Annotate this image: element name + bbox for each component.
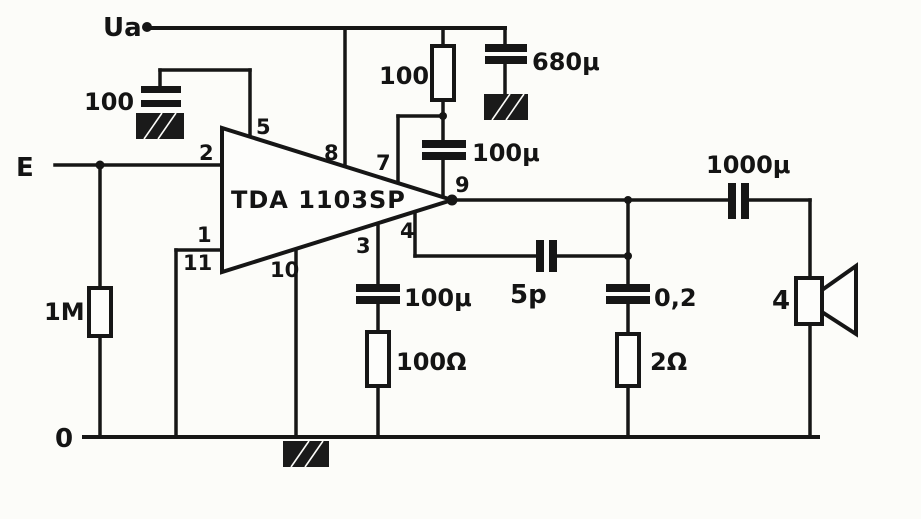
pin10-label: 10: [270, 258, 299, 282]
cap-02-plate-bottom: [606, 296, 650, 304]
ground-bottom: [283, 440, 329, 468]
cap-5p-plate-right: [549, 240, 557, 272]
feedback-node-dot: [624, 252, 632, 260]
pin2-label: 2: [199, 141, 214, 165]
cap-5p-plate-left: [536, 240, 544, 272]
cap-100u-bottom-label: 100μ: [404, 284, 472, 312]
resistor-100ohm-label: 100Ω: [396, 348, 467, 376]
ground-680cap: [484, 93, 528, 121]
input-label: E: [16, 153, 34, 183]
speaker-body: [794, 276, 824, 326]
cap-100u-mid-plate-top: [422, 140, 466, 148]
cap-680u-plate-top: [485, 44, 527, 52]
resistor-2ohm-label: 2Ω: [650, 348, 687, 376]
ic-label: TDA 1103SP: [231, 186, 406, 214]
resistors: [87, 44, 641, 388]
ground-input-cap: [136, 112, 184, 140]
cap-input100-label: 100: [84, 88, 134, 116]
cap-1000u-label: 1000μ: [706, 151, 790, 179]
ground-symbols: [136, 93, 528, 468]
amplifier-triangle: [220, 125, 459, 275]
capacitors: [141, 44, 749, 304]
cap-02-label: 0,2: [654, 284, 697, 312]
resistor-1m-label: 1M: [44, 298, 85, 326]
resistor-1m: [87, 286, 113, 338]
cap-02-plate-top: [606, 284, 650, 292]
cap-100u-bottom-plate-top: [356, 284, 400, 292]
supply-label: Ua: [103, 13, 142, 43]
pin9-label: 9: [455, 173, 470, 197]
speaker-value-label: 4: [772, 286, 790, 316]
cap-100u-mid-label: 100μ: [472, 139, 540, 167]
pin8-label: 8: [324, 141, 339, 165]
pin11-label: 11: [183, 251, 212, 275]
cap-input100-plate-top: [141, 86, 181, 93]
pin1-label: 1: [197, 223, 212, 247]
cap-680u-plate-bottom: [485, 56, 527, 64]
cap-680u-label: 680μ: [532, 48, 600, 76]
resistor-supply-100: [430, 44, 456, 102]
resistor-2ohm: [615, 332, 641, 388]
pin7-node-dot: [439, 112, 447, 120]
supply-node-dot: [142, 22, 152, 32]
cap-5p-label: 5p: [510, 280, 547, 310]
cap-input100-plate-bottom: [141, 100, 181, 107]
wires: [53, 26, 820, 439]
ground-rail-label: 0: [55, 424, 73, 454]
text-labels: Ua E 0 2 5 8 7 9 3 4 1 11 10 100 100 680…: [16, 13, 790, 454]
pin4-label: 4: [400, 219, 415, 243]
resistor-100ohm: [365, 330, 391, 388]
cap-100u-mid-plate-bottom: [422, 152, 466, 160]
pin3-label: 3: [356, 234, 371, 258]
resistor-supply-label: 100: [379, 62, 429, 90]
speaker-cone: [820, 262, 858, 338]
ic-amplifier: TDA 1103SP: [220, 125, 459, 275]
cap-1000u-plate-right: [741, 183, 749, 219]
cap-1000u-plate-left: [728, 183, 736, 219]
zobel-node-dot: [624, 196, 632, 204]
speaker: [794, 262, 858, 338]
cap-100u-bottom-plate-bottom: [356, 296, 400, 304]
pin5-label: 5: [256, 115, 271, 139]
input-node-dot: [95, 160, 105, 170]
pin7-label: 7: [376, 151, 391, 175]
